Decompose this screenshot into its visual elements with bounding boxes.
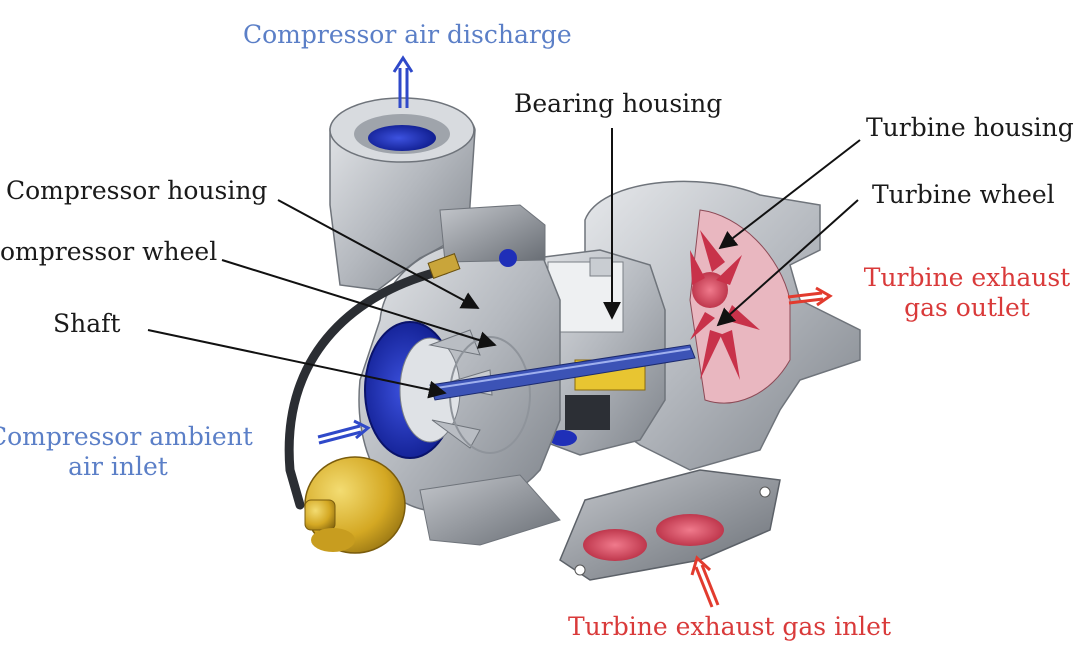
turbine-wheel xyxy=(690,230,760,380)
compressor-outlet-neck xyxy=(329,97,476,291)
wastegate-actuator xyxy=(304,456,406,554)
label-compressor-ambient-air-inlet: Compressor ambient air inlet xyxy=(0,422,253,482)
flow-arrow-turbine-inlet xyxy=(690,555,720,608)
label-turbine-exhaust-gas-inlet: Turbine exhaust gas inlet xyxy=(568,612,892,641)
label-line: Compressor ambient xyxy=(0,422,253,451)
label-shaft: Shaft xyxy=(53,309,121,338)
leader-shaft xyxy=(147,329,447,399)
leader-turbine-housing xyxy=(718,139,861,250)
flow-arrow-compressor-discharge xyxy=(392,55,414,108)
label-bearing-housing: Bearing housing xyxy=(514,89,723,118)
flow-arrow-turbine-outlet xyxy=(787,286,833,307)
label-line: Turbine exhaust xyxy=(863,263,1071,292)
label-compressor-wheel: ompressor wheel xyxy=(0,237,218,266)
turbine-inlet-flange xyxy=(559,469,781,581)
label-compressor-housing: Compressor housing xyxy=(6,176,268,205)
leader-compressor-housing xyxy=(277,199,480,309)
label-turbine-exhaust-gas-outlet: Turbine exhaust gas outlet xyxy=(862,263,1072,323)
flow-arrow-compressor-inlet xyxy=(317,419,371,445)
label-turbine-housing: Turbine housing xyxy=(866,113,1074,142)
label-line: air inlet xyxy=(68,452,168,481)
label-line: gas outlet xyxy=(904,293,1030,322)
label-compressor-air-discharge: Compressor air discharge xyxy=(243,20,572,49)
leader-compressor-wheel xyxy=(221,259,497,349)
leader-turbine-wheel xyxy=(716,199,859,327)
label-turbine-wheel: Turbine wheel xyxy=(872,180,1055,209)
oil-feed-pipe xyxy=(284,253,461,510)
